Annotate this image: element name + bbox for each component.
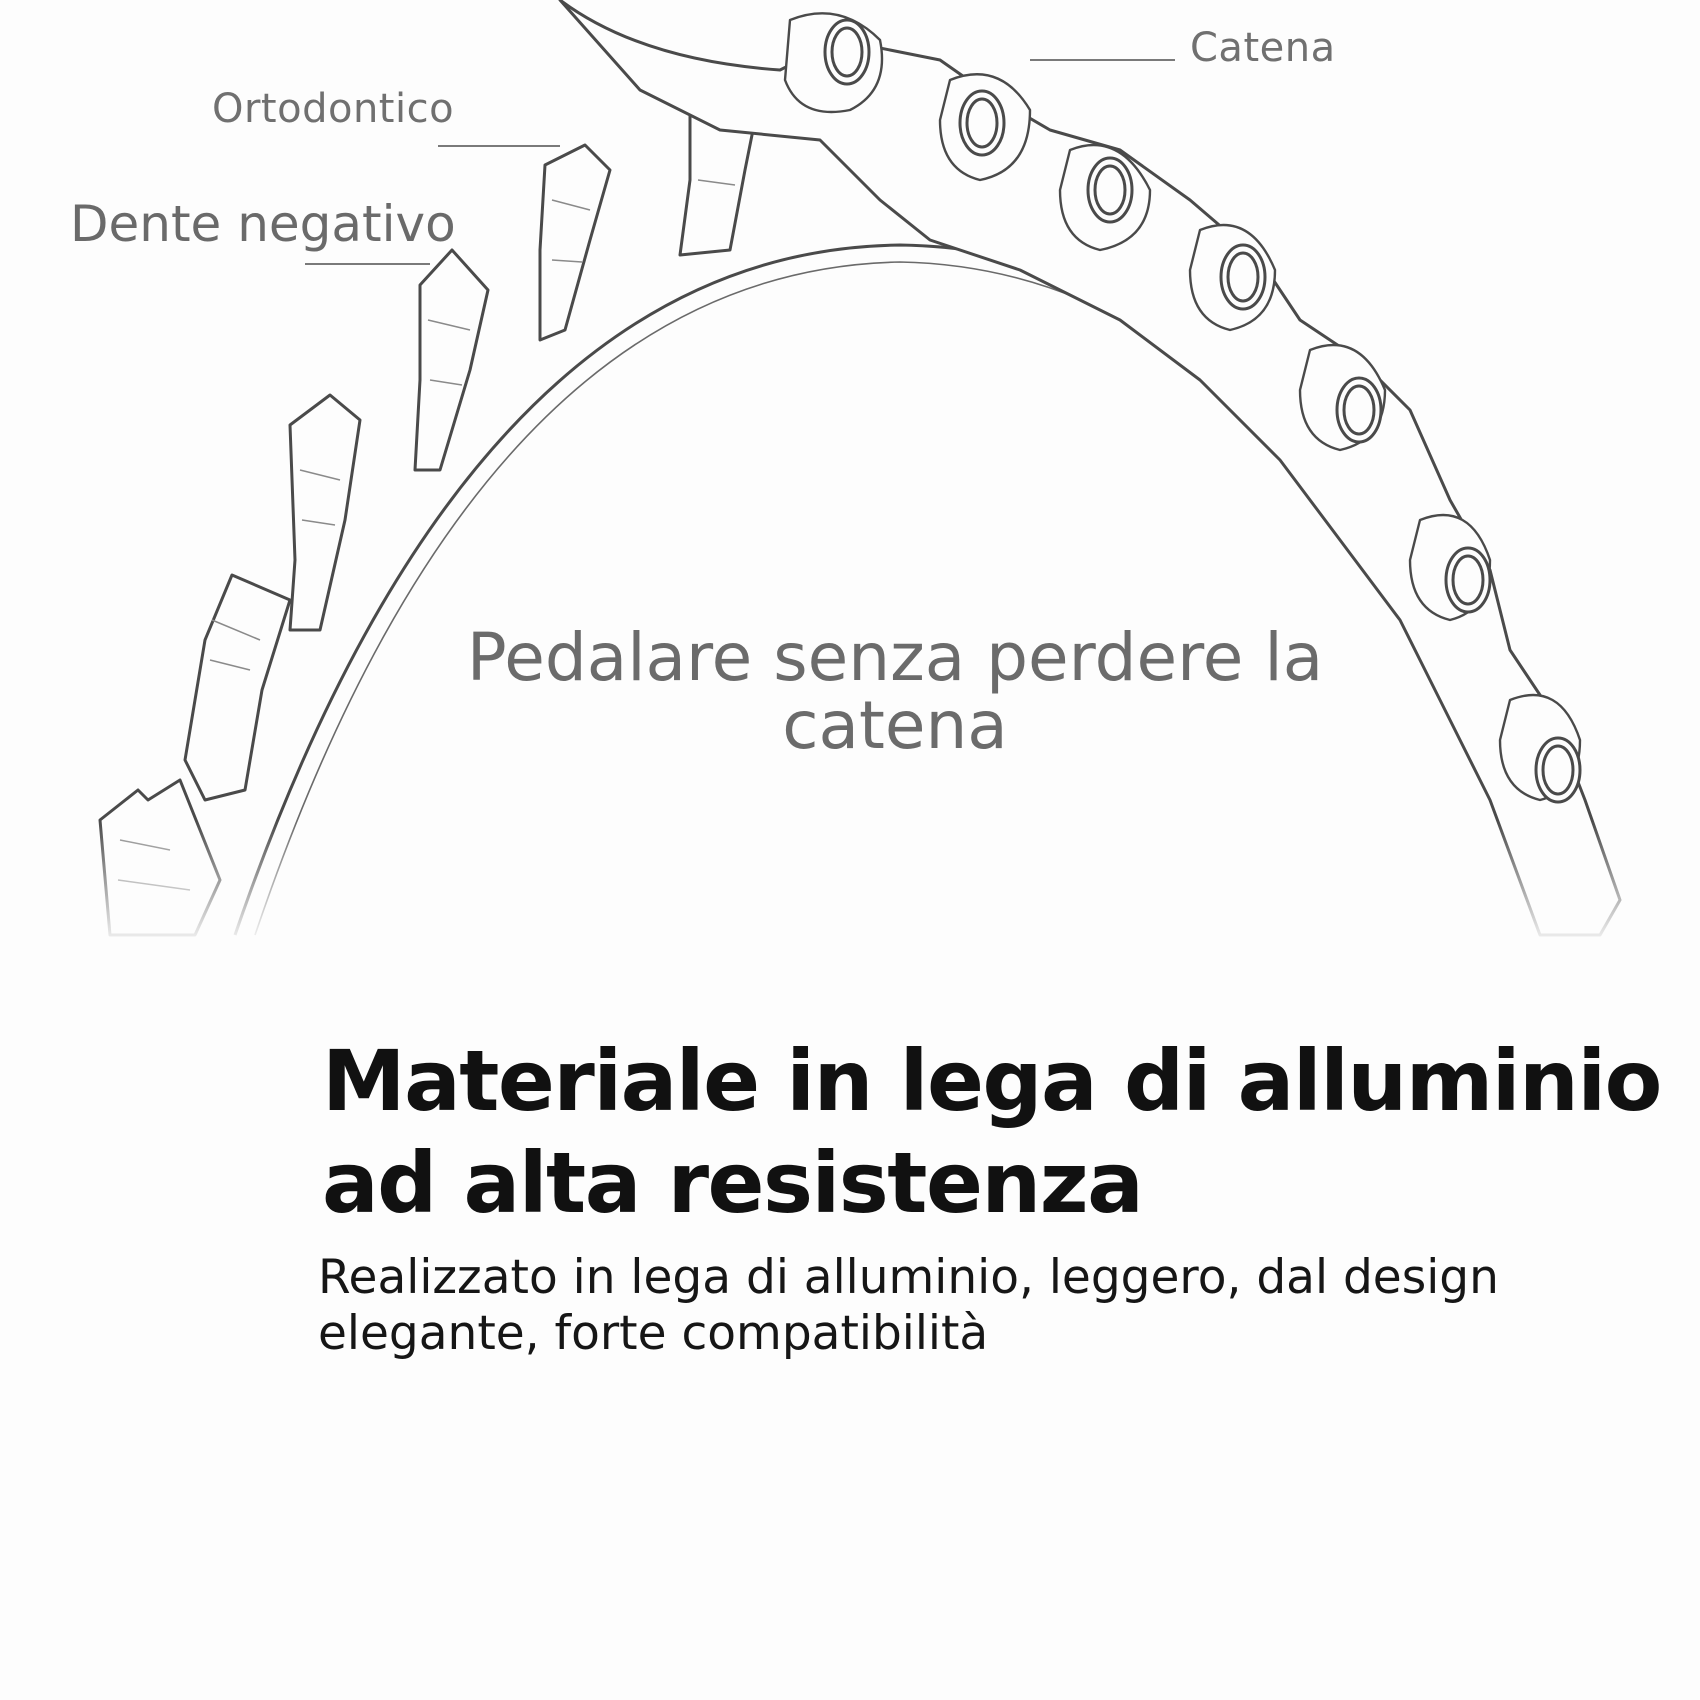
callout-leaders — [305, 59, 1175, 265]
label-ortodontico: Ortodontico — [212, 86, 455, 132]
feature-headline: Materiale in lega di alluminio ad alta r… — [322, 1032, 1662, 1232]
label-catena: Catena — [1190, 25, 1336, 71]
label-dente-negativo: Dente negativo — [70, 195, 456, 253]
feature-description: Realizzato in lega di alluminio, leggero… — [318, 1250, 1499, 1361]
illustration-tagline: Pedalare senza perdere la catena — [466, 619, 1324, 764]
chainring-chain-illustration — [0, 0, 1700, 950]
